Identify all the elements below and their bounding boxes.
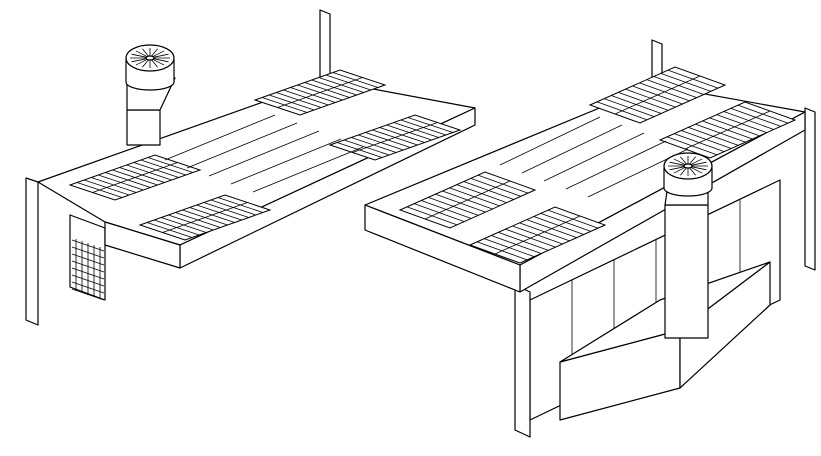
left-booth [25, 9, 476, 326]
roof-channel [565, 140, 667, 190]
left-booth-side-wall [25, 177, 39, 326]
left-fan-duct [126, 109, 161, 146]
right-booth-ceiling-filters [398, 66, 797, 264]
roof-channel [252, 146, 364, 193]
right-fan-blades-icon [668, 156, 708, 176]
filter-rail [614, 75, 701, 115]
left-booth-left-face [104, 221, 181, 269]
filter-rail [277, 77, 363, 108]
grid-line [71, 288, 105, 301]
right-booth-right-wall [804, 107, 816, 271]
grid-line [71, 246, 105, 259]
filter-rail [162, 202, 248, 233]
grid-line [71, 260, 105, 273]
right-fan-duct [664, 204, 709, 339]
roof-channel [499, 116, 601, 166]
left-booth-exhaust-fan [125, 44, 176, 146]
right-booth-exhaust-fan [663, 152, 713, 339]
left-fan-blades-icon [130, 48, 170, 68]
roof-channel [186, 122, 298, 169]
filter-rail [352, 122, 438, 153]
filter-rail [424, 180, 511, 220]
fan-hub [145, 55, 155, 61]
left-booth-ceiling-filters [68, 69, 462, 241]
right-booth-left-face [364, 204, 521, 293]
fan-hub [683, 163, 693, 169]
grid-line [71, 274, 105, 287]
right-booth [364, 39, 816, 438]
roof-channel [521, 124, 623, 174]
filter-rail [92, 162, 178, 193]
grid-line [71, 281, 105, 294]
roof-channel [230, 138, 342, 185]
left-booth-filter-wall [69, 214, 106, 301]
grid-line [71, 267, 105, 280]
filter-rail [494, 215, 581, 255]
grid-line [71, 239, 105, 252]
roof-channel [164, 114, 276, 161]
roof-channel [208, 130, 320, 177]
grid-line [71, 253, 105, 266]
left-booth-wall-filter-grid [71, 239, 105, 301]
right-booth-left-post [514, 284, 531, 438]
filter-rail [684, 110, 771, 150]
roof-channel [543, 132, 645, 182]
